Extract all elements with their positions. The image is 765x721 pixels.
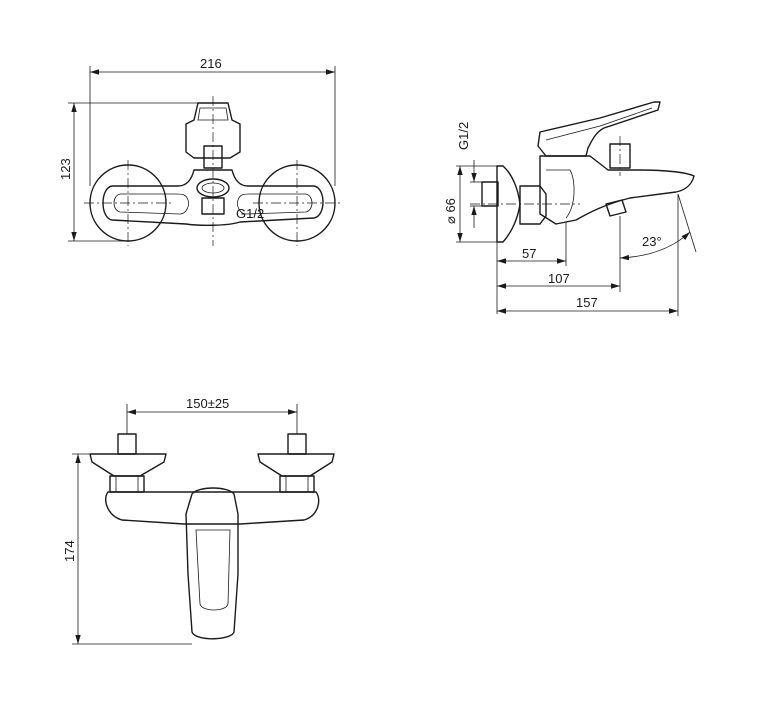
side-depth-57-label: 57 <box>522 246 536 261</box>
side-view: ⌀ 66 G1/2 57 107 157 23° <box>443 101 697 316</box>
front-width-label: 216 <box>200 56 222 71</box>
top-view: 150±25 174 <box>62 396 335 645</box>
diverter-knob <box>185 102 241 159</box>
side-diameter-label: ⌀ 66 <box>443 198 458 224</box>
side-thread-label: G1/2 <box>456 122 471 150</box>
front-height-label: 123 <box>58 158 73 180</box>
side-angle-label: 23° <box>642 234 662 249</box>
top-lever <box>185 487 239 640</box>
side-angle-arc <box>619 231 691 261</box>
side-depth-107-label: 107 <box>548 271 570 286</box>
top-spacing-label: 150±25 <box>186 396 229 411</box>
side-mixer-body <box>539 155 695 225</box>
top-height-label: 174 <box>62 540 77 562</box>
side-depth-157-label: 157 <box>576 295 598 310</box>
side-lever <box>537 101 661 157</box>
front-view: G1/2 216 123 <box>58 56 341 246</box>
top-right-flange <box>257 453 335 477</box>
mixer-body <box>102 169 324 227</box>
top-left-flange <box>89 453 167 477</box>
top-mixer-body <box>104 491 320 525</box>
front-thread-label: G1/2 <box>236 206 264 221</box>
